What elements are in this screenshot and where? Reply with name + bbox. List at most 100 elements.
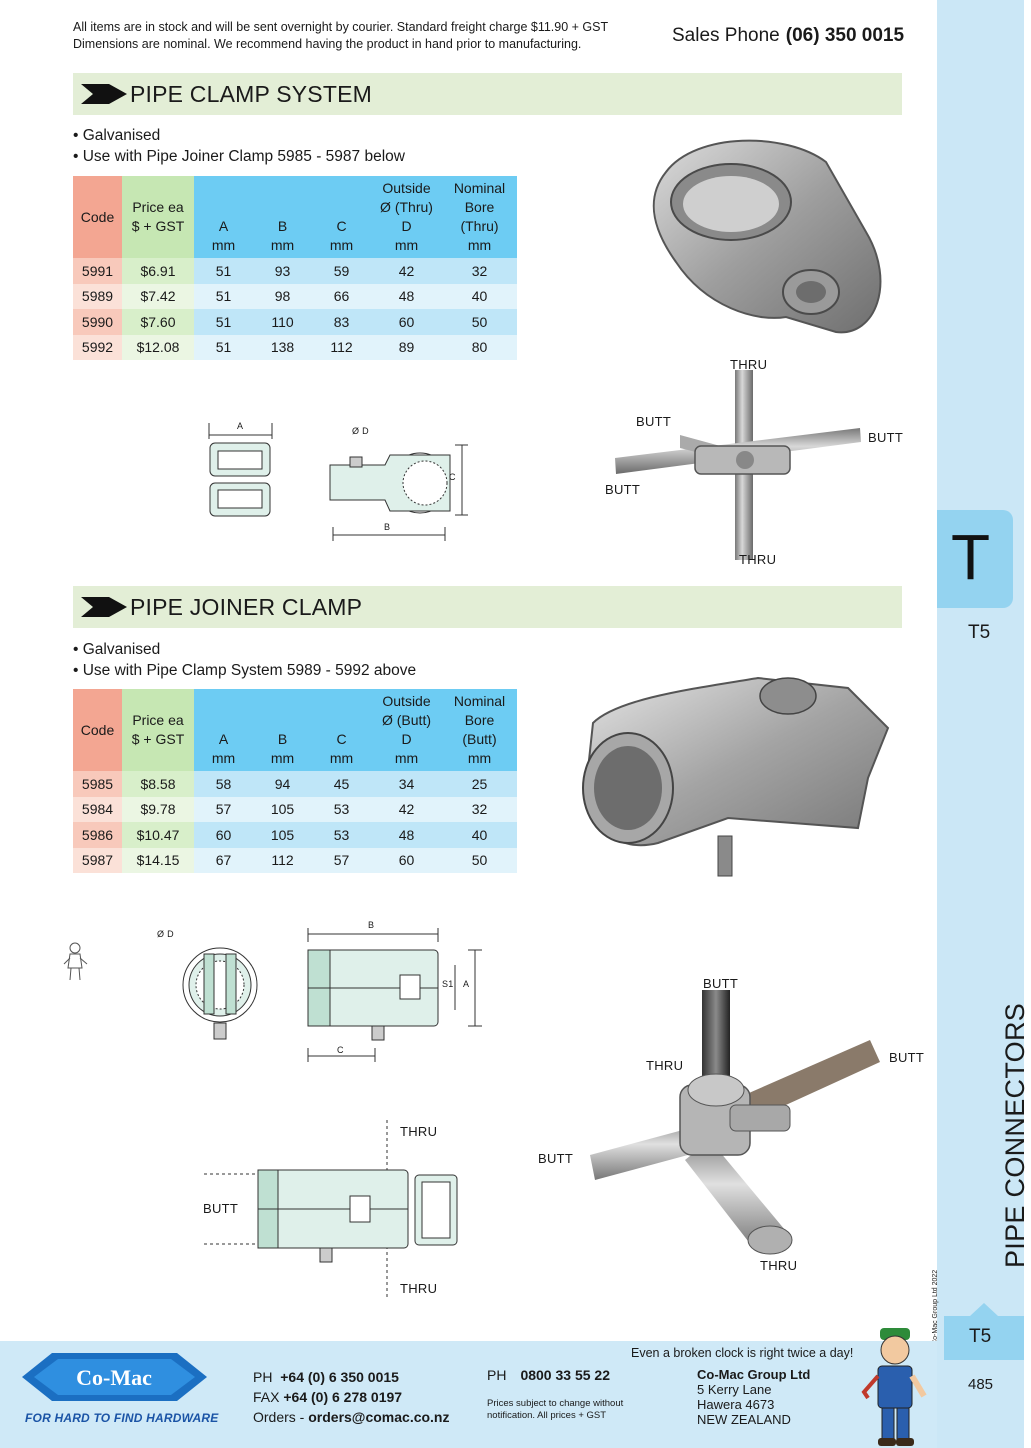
- address-block: Co-Mac Group Ltd 5 Kerry Lane Hawera 467…: [697, 1367, 810, 1427]
- cell-price: $6.91: [122, 258, 194, 284]
- diagram-label-b: B: [368, 920, 375, 930]
- contact-block: PH +64 (0) 6 350 0015 FAX +64 (0) 6 278 …: [253, 1367, 450, 1427]
- cell-price: $14.15: [122, 847, 194, 873]
- label-butt-left: BUTT: [605, 482, 641, 497]
- header-note-line2: Dimensions are nominal. We recommend hav…: [73, 36, 582, 51]
- label-butt-left-top: BUTT: [636, 414, 672, 429]
- mascot-sketch-icon: [63, 942, 88, 981]
- cell-c: 66: [312, 283, 371, 309]
- header-note: All items are in stock and will be sent …: [73, 19, 608, 52]
- header-c-line2: mm: [329, 237, 354, 253]
- diagram-label-d: Ø D: [157, 929, 174, 939]
- cell-b: 138: [253, 334, 312, 360]
- terms-note: Prices subject to change without notific…: [487, 1398, 623, 1422]
- header-e-line1: Nominal: [453, 180, 506, 196]
- feature-list: • Galvanised • Use with Pipe Joiner Clam…: [73, 125, 405, 167]
- cell-c: 59: [312, 258, 371, 284]
- label-thru-top: THRU: [730, 357, 768, 372]
- cell-d: 42: [371, 796, 442, 822]
- cell-bore: 50: [442, 309, 517, 335]
- header-d-line3: D: [401, 731, 412, 747]
- header-a-line1: A: [218, 218, 229, 234]
- header-price-line1: Price ea: [132, 712, 184, 728]
- address-line3: NEW ZEALAND: [697, 1412, 791, 1427]
- header-price: Price ea$ + GST: [122, 176, 194, 258]
- section-title: PIPE CLAMP SYSTEM: [130, 81, 372, 107]
- logo-text: Co-Mac: [76, 1365, 152, 1390]
- cell-c: 53: [312, 796, 371, 822]
- cell-a: 67: [194, 847, 253, 873]
- mascot-icon: [861, 1328, 927, 1446]
- quote: Even a broken clock is right twice a day…: [631, 1346, 854, 1360]
- header-d-line4: mm: [394, 750, 419, 766]
- cell-a: 51: [194, 258, 253, 284]
- header-d-line3: D: [401, 218, 412, 234]
- cell-d: 60: [371, 309, 442, 335]
- diagram-label-thru-top: THRU: [400, 1124, 438, 1139]
- freephone-label: PH: [487, 1367, 507, 1383]
- cell-b: 105: [253, 796, 312, 822]
- cell-bore: 50: [442, 847, 517, 873]
- phone-label: PH: [253, 1369, 273, 1385]
- section-tab-t[interactable]: T: [937, 510, 1013, 608]
- label-butt-right: BUTT: [889, 1050, 925, 1065]
- section-title-bar-pipe-joiner: PIPE JOINER CLAMP: [73, 586, 902, 628]
- cell-code: 5987: [73, 847, 122, 873]
- cell-code: 5984: [73, 796, 122, 822]
- cell-b: 112: [253, 847, 312, 873]
- company-name: Co-Mac Group Ltd: [697, 1367, 811, 1382]
- sidebar-tab-code: T5: [968, 622, 991, 643]
- diagram-label-a: A: [237, 421, 244, 431]
- header-a-line1: A: [218, 731, 229, 747]
- phone-number[interactable]: +64 (0) 6 350 0015: [280, 1369, 399, 1385]
- header-note-line1: All items are in stock and will be sent …: [73, 20, 609, 34]
- cell-b: 105: [253, 822, 312, 848]
- header-d-line1: Outside: [382, 180, 431, 196]
- address-line1: 5 Kerry Lane: [697, 1382, 772, 1397]
- section-title: PIPE JOINER CLAMP: [130, 594, 363, 620]
- orders-email-link[interactable]: orders@comac.co.nz: [308, 1409, 450, 1425]
- header-b-line1: B: [277, 218, 288, 234]
- address-line2: Hawera 4673: [697, 1397, 775, 1412]
- feature-item: • Galvanised: [73, 127, 161, 144]
- cell-price: $12.08: [122, 334, 194, 360]
- tagline: FOR HARD TO FIND HARDWARE: [25, 1411, 219, 1425]
- sales-phone-number[interactable]: (06) 350 0015: [785, 25, 905, 46]
- cell-d: 42: [371, 258, 442, 284]
- header-b-line2: mm: [270, 237, 295, 253]
- diagram-label-butt: BUTT: [203, 1201, 239, 1216]
- diagram-label-s1: S1: [442, 979, 454, 989]
- cell-a: 51: [194, 283, 253, 309]
- pipe-joiner-product-photo: [582, 676, 890, 877]
- header-e-line3: (Butt): [462, 731, 497, 747]
- terms-line2: notification. All prices + GST: [487, 1410, 607, 1421]
- header-c-line2: mm: [329, 750, 354, 766]
- header-code: Code: [73, 176, 122, 258]
- freephone-number[interactable]: 0800 33 55 22: [520, 1367, 610, 1383]
- tab-letter: T: [951, 521, 991, 593]
- cell-price: $7.60: [122, 309, 194, 335]
- header-b-line2: mm: [270, 750, 295, 766]
- fax-label: FAX: [253, 1389, 280, 1405]
- feature-list: • Galvanised • Use with Pipe Clamp Syste…: [73, 639, 416, 681]
- cell-bore: 40: [442, 283, 517, 309]
- label-butt-right: BUTT: [868, 430, 904, 445]
- cell-code: 5989: [73, 283, 122, 309]
- cell-bore: 40: [442, 822, 517, 848]
- page-number: 485: [968, 1376, 994, 1393]
- pipe-clamp-product-photo: [652, 139, 882, 334]
- sidebar: [937, 0, 1024, 1448]
- diagram-label-c: C: [337, 1045, 344, 1055]
- diagram-label-thru-bottom: THRU: [400, 1281, 438, 1296]
- diagram-label-b: B: [384, 522, 391, 532]
